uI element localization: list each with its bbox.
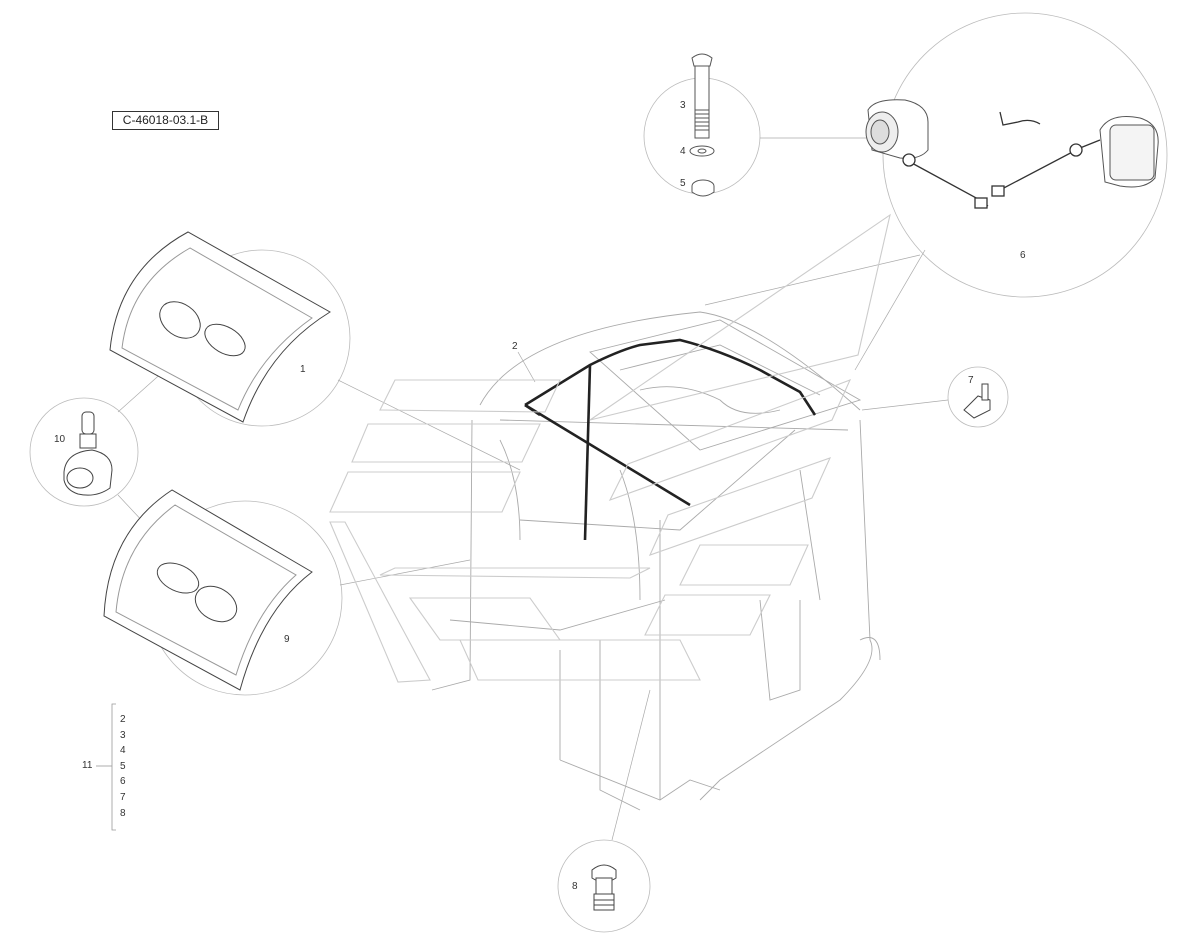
callout-8: 8 — [572, 881, 578, 892]
callout-5: 5 — [680, 178, 686, 189]
callout-6: 6 — [1020, 250, 1026, 261]
detail-circle-plug-8 — [557, 839, 651, 933]
bulb-part-10 — [63, 411, 113, 496]
kit-contents-list: 2 3 4 5 6 7 8 — [120, 712, 126, 821]
detail-circle-bulb-10 — [29, 397, 139, 507]
callout-1: 1 — [300, 364, 306, 375]
roof-light-panel-part-9 — [103, 489, 313, 691]
roof-harness-part-2 — [524, 338, 817, 541]
kit-item: 5 — [120, 760, 126, 772]
nut-part-5 — [691, 179, 715, 197]
roof-light-panel-part-1 — [109, 231, 331, 423]
callout-2: 2 — [512, 341, 518, 352]
plug-part-8 — [591, 864, 617, 911]
callout-7: 7 — [968, 375, 974, 386]
kit-bracket — [96, 703, 116, 831]
detail-circle-worklights — [882, 12, 1168, 298]
work-light-right-part-6 — [1099, 116, 1159, 188]
watermark-logo — [329, 213, 891, 683]
kit-item: 4 — [120, 745, 126, 757]
bolt-part-3 — [691, 53, 713, 139]
detail-circle-switch-7 — [947, 366, 1009, 428]
callout-4: 4 — [680, 146, 686, 157]
callout-3: 3 — [680, 100, 686, 111]
kit-item: 2 — [120, 714, 126, 725]
wiring-harness-part-6 — [902, 111, 1101, 209]
kit-item: 6 — [120, 776, 126, 788]
callout-10: 10 — [54, 434, 66, 445]
roof-panel — [589, 319, 862, 451]
cab-frame — [431, 311, 881, 811]
callout-9: 9 — [284, 634, 290, 645]
callout-11: 11 — [82, 760, 93, 771]
kit-item: 3 — [120, 729, 126, 741]
kit-item: 8 — [120, 807, 126, 819]
drawing-reference-label: C-46018-03.1-B — [112, 111, 219, 130]
kit-item: 7 — [120, 791, 126, 803]
switch-part-7 — [963, 383, 991, 419]
washer-part-4 — [689, 145, 715, 157]
work-light-left-part-6 — [865, 99, 929, 159]
